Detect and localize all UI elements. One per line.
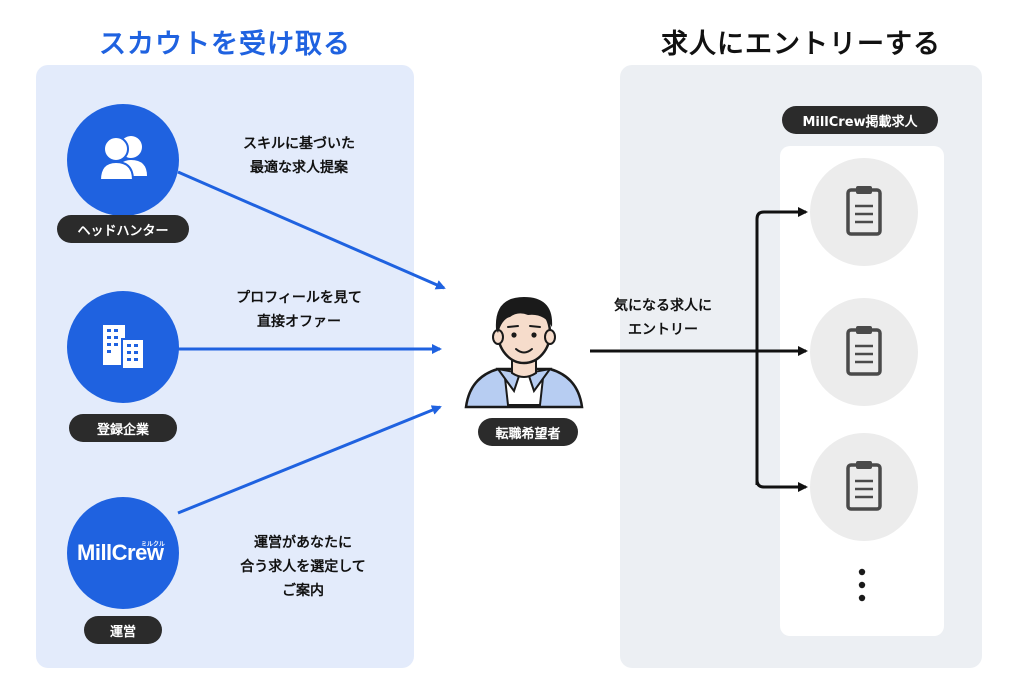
left-heading: スカウトを受け取る bbox=[99, 29, 351, 60]
branch-connector-bottom bbox=[755, 479, 808, 492]
right-heading: 求人にエントリーする bbox=[661, 29, 941, 60]
job-item bbox=[810, 298, 918, 406]
operator-arrow-label: 運営があなたに 合う求人を選定して ご案内 bbox=[240, 535, 366, 599]
clipboard-icon bbox=[846, 186, 882, 236]
millcrew-jobs-badge: MillCrew掲載求人 bbox=[782, 106, 938, 134]
millcrew-logo-ruby: ミルクル bbox=[141, 541, 165, 548]
headhunter-arrow-label: スキルに基づいた 最適な求人提案 bbox=[243, 136, 355, 176]
headhunter-arrow bbox=[177, 170, 446, 290]
operator-arrow bbox=[177, 405, 442, 515]
users-icon bbox=[98, 136, 147, 181]
clipboard-icon bbox=[846, 326, 882, 376]
job-seeker-figure bbox=[458, 287, 590, 411]
company-arrow-label: プロフィールを見て 直接オファー bbox=[236, 290, 362, 330]
job-item bbox=[810, 158, 918, 266]
job-item bbox=[810, 433, 918, 541]
job-seeker-label: 転職希望者 bbox=[478, 418, 578, 446]
headhunter-label: ヘッドハンター bbox=[57, 215, 189, 243]
person-icon bbox=[464, 297, 584, 409]
company-label: 登録企業 bbox=[69, 414, 177, 442]
company-circle bbox=[67, 291, 179, 403]
buildings-icon bbox=[103, 325, 145, 370]
operator-label: 運営 bbox=[84, 616, 162, 644]
entry-arrow-label: 気になる求人に エントリー bbox=[614, 298, 712, 338]
headhunter-circle bbox=[67, 104, 179, 216]
vertical-ellipsis-icon bbox=[856, 566, 868, 606]
millcrew-logo: MillCrew bbox=[77, 540, 164, 565]
clipboard-icon bbox=[846, 461, 882, 511]
millcrew-logo-circle: ミルクル MillCrew bbox=[67, 497, 179, 609]
branch-connector bbox=[755, 207, 808, 485]
